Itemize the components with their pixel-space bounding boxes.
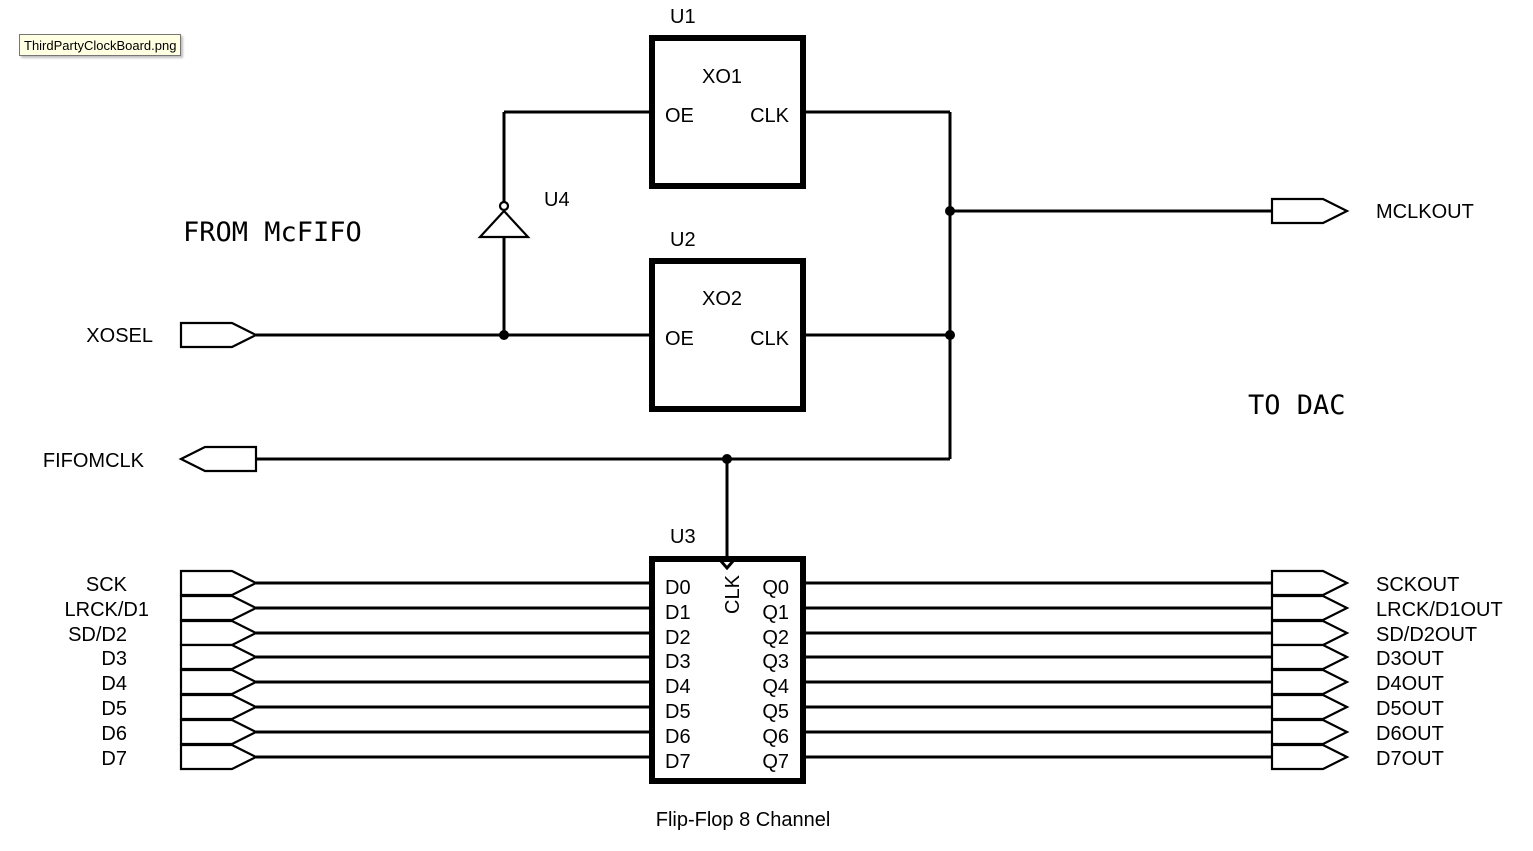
output-port xyxy=(1270,594,1350,622)
input-port xyxy=(179,743,259,771)
u3-q-pin: Q2 xyxy=(762,627,789,649)
input-label: SCK xyxy=(86,574,128,596)
u3-clk-pin: CLK xyxy=(722,574,744,614)
fifomclk-label: FIFOMCLK xyxy=(43,450,145,472)
u3-d-pin: D2 xyxy=(665,627,691,649)
xosel-port xyxy=(179,321,259,349)
clock-net xyxy=(256,110,1272,560)
input-label: D5 xyxy=(101,698,127,720)
u3-caption: Flip-Flop 8 Channel xyxy=(656,809,831,831)
output-label: SCKOUT xyxy=(1376,574,1459,596)
u1-oe-pin: OE xyxy=(665,105,694,127)
input-label: SD/D2 xyxy=(68,624,127,646)
u2-oe-pin: OE xyxy=(665,328,694,350)
output-label: D5OUT xyxy=(1376,698,1444,720)
output-label: D6OUT xyxy=(1376,723,1444,745)
input-port xyxy=(179,643,259,671)
from-mcfifo-note: FROM McFIFO xyxy=(183,217,362,248)
input-label: LRCK/D1 xyxy=(65,599,149,621)
output-port xyxy=(1270,668,1350,696)
input-port xyxy=(179,569,259,597)
u3-d-pin: D6 xyxy=(665,726,691,748)
mclkout-label: MCLKOUT xyxy=(1376,201,1474,223)
u3-q-pin: Q5 xyxy=(762,701,789,723)
input-label: D6 xyxy=(101,723,127,745)
input-port xyxy=(179,594,259,622)
output-port xyxy=(1270,643,1350,671)
u3-d-pin: D0 xyxy=(665,577,691,599)
u3-d-pin: D7 xyxy=(665,751,691,773)
to-dac-note: TO DAC xyxy=(1248,390,1346,421)
u2-oscillator xyxy=(649,258,806,412)
u1-oscillator xyxy=(649,35,806,189)
u2-name-label: XO2 xyxy=(702,288,742,310)
input-label: D4 xyxy=(101,673,127,695)
output-port xyxy=(1270,569,1350,597)
u3-q-pin: Q1 xyxy=(762,602,789,624)
u1-name-label: XO1 xyxy=(702,66,742,88)
u2-clk-pin: CLK xyxy=(750,328,790,350)
output-port xyxy=(1270,718,1350,746)
output-label: SD/D2OUT xyxy=(1376,624,1477,646)
u2-ref-label: U2 xyxy=(670,229,696,251)
filename-tooltip: ThirdPartyClockBoard.png xyxy=(19,34,182,56)
input-port xyxy=(179,693,259,721)
u4-ref-label: U4 xyxy=(544,189,570,211)
mclk-junction-dot xyxy=(945,206,955,216)
u3-flip-flop xyxy=(649,556,806,784)
output-label: D3OUT xyxy=(1376,648,1444,670)
u3-ref-label: U3 xyxy=(670,526,696,548)
xosel-junction-dot xyxy=(499,330,509,340)
u3-q-pin: Q4 xyxy=(762,676,789,698)
fifomclk-junction-dot xyxy=(722,454,732,464)
u3-d-pin: D5 xyxy=(665,701,691,723)
u1-ref-label: U1 xyxy=(670,6,696,28)
output-port xyxy=(1270,693,1350,721)
u3-q-pin: Q3 xyxy=(762,651,789,673)
u3-q-pin: Q7 xyxy=(762,751,789,773)
xo2-clk-junction-dot xyxy=(945,330,955,340)
input-port xyxy=(179,668,259,696)
output-port xyxy=(1270,619,1350,647)
fifomclk-port xyxy=(178,445,258,473)
output-label: D4OUT xyxy=(1376,673,1444,695)
input-label: D7 xyxy=(101,748,127,770)
u1-clk-pin: CLK xyxy=(750,105,790,127)
xosel-net xyxy=(256,110,652,337)
output-label: LRCK/D1OUT xyxy=(1376,599,1503,621)
input-port xyxy=(179,718,259,746)
input-label: D3 xyxy=(101,648,127,670)
u4-inverter xyxy=(477,200,531,239)
u3-q-pin: Q0 xyxy=(762,577,789,599)
u3-d-pin: D1 xyxy=(665,602,691,624)
u3-d-pin: D4 xyxy=(665,676,691,698)
output-label: D7OUT xyxy=(1376,748,1444,770)
input-port xyxy=(179,619,259,647)
u3-q-pin: Q6 xyxy=(762,726,789,748)
output-port xyxy=(1270,743,1350,771)
mclkout-port xyxy=(1270,197,1350,225)
xosel-label: XOSEL xyxy=(86,325,153,347)
u3-d-pin: D3 xyxy=(665,651,691,673)
